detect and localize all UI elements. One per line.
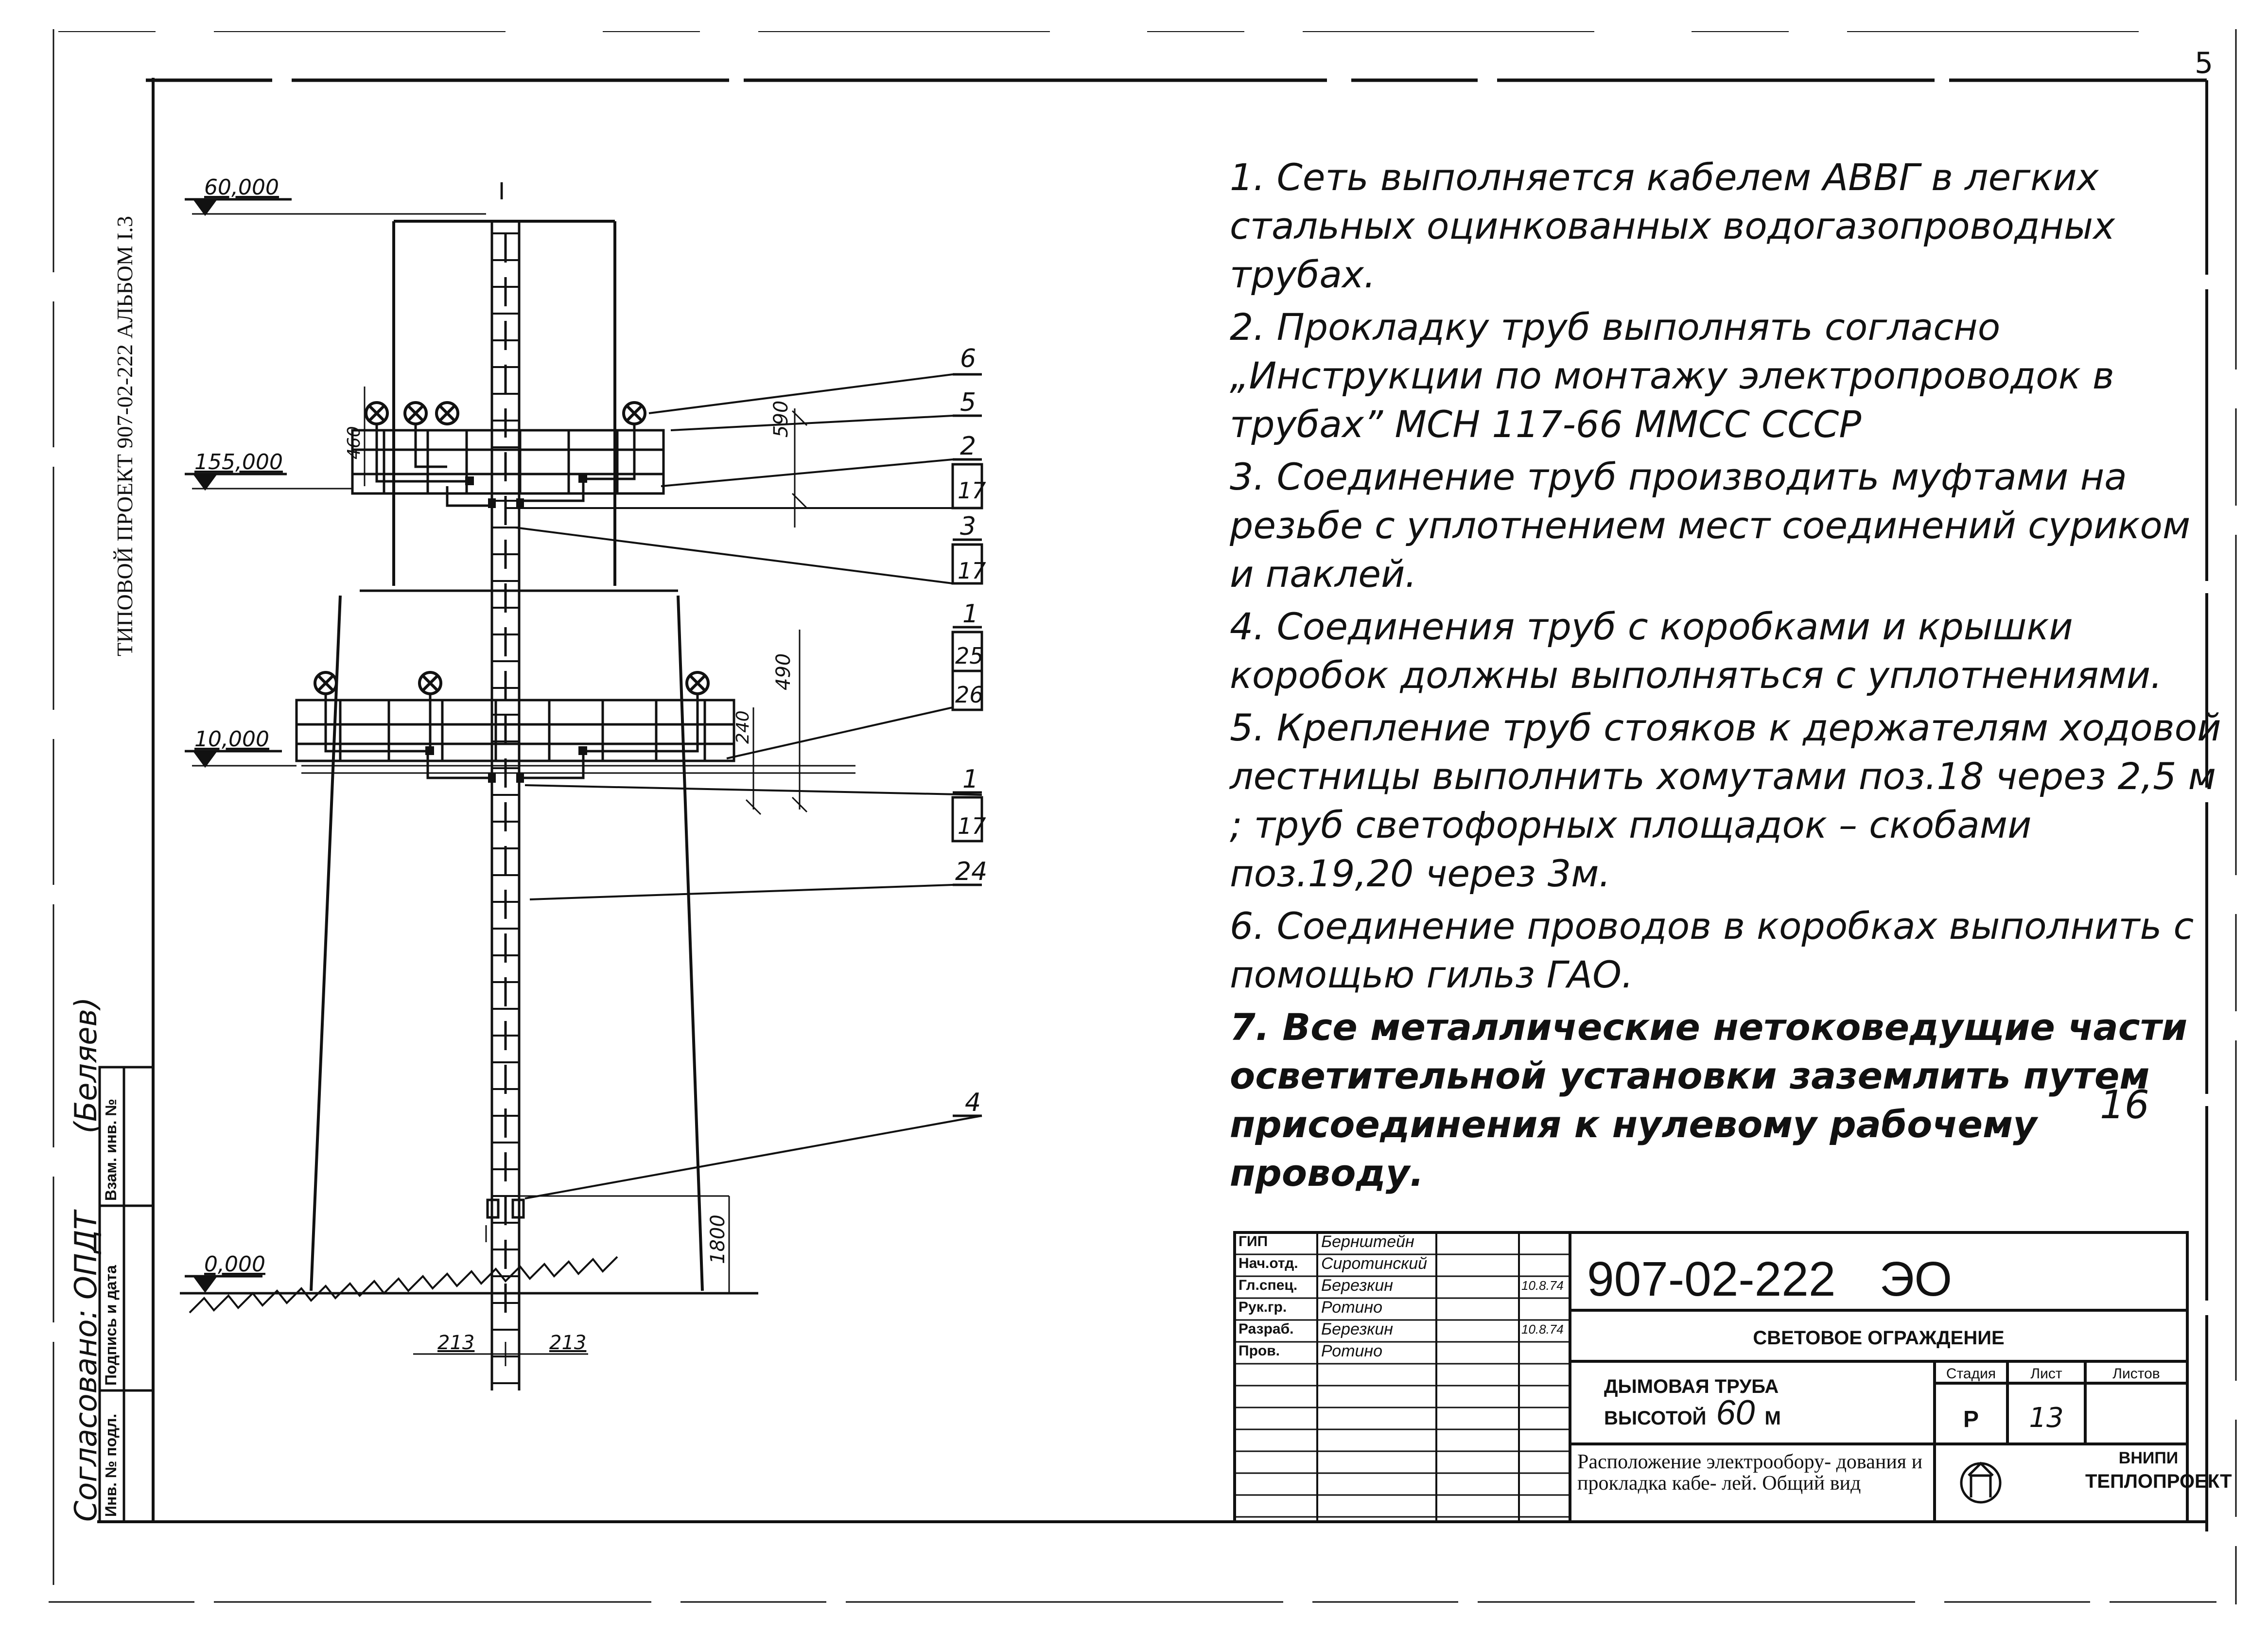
callout-17c: 17 [958, 813, 986, 839]
callout-24: 24 [955, 857, 987, 886]
obstruction-lamps [314, 401, 710, 695]
callout-17a: 17 [958, 477, 986, 504]
project-title: СВЕТОВОЕ ОГРАЖДЕНИЕ [1753, 1327, 2004, 1349]
signature-name: Ротино [1321, 1298, 1383, 1317]
approval-col-1: Инв. № подл. [102, 1413, 120, 1517]
note-7: 7. Все металлические нетоковедущие части… [1230, 1005, 2188, 1195]
stage-value: Р [1963, 1407, 1979, 1432]
title-block-rows [1235, 1253, 1570, 1518]
obstruction-lamp-icon [314, 671, 338, 695]
ground-box [486, 1198, 525, 1219]
callout-1b: 1 [962, 765, 978, 794]
org-line-1: ВНИПИ [2119, 1449, 2178, 1467]
note-5: 5. Крепление труб стояков к держателям х… [1230, 706, 2221, 895]
cable-runs [324, 421, 730, 1291]
approval-col-2: Подпись и дата [102, 1265, 120, 1386]
signature-name: Ротино [1321, 1342, 1383, 1360]
sheet-value: 13 [2029, 1402, 2063, 1434]
dimension-lines [364, 387, 808, 1366]
upper-platform [351, 429, 665, 495]
elevation-0000: 0,000 [204, 1252, 265, 1277]
callout-1a: 1 [962, 599, 978, 629]
callout-3: 3 [960, 512, 976, 541]
sheet-mark: 16 [2100, 1082, 2149, 1127]
dim-590: 590 [770, 401, 792, 438]
page-number: 5 [2195, 46, 2213, 80]
signature-date: 10.8.74 [1521, 1278, 1564, 1293]
approval-strip [98, 1066, 155, 1523]
sheets-header: Листов [2112, 1366, 2160, 1382]
note-2: 2. Прокладку труб выполнять согласно „Ин… [1230, 305, 2114, 446]
stage-header: Стадия [1946, 1366, 1996, 1382]
approval-text: Согласовано: ОПДТ (Беляев) [68, 997, 104, 1522]
note-3: 3. Соединение труб производить муфтами н… [1230, 455, 2191, 596]
obstruction-lamp-icon [418, 671, 442, 695]
dim-460: 460 [344, 426, 364, 459]
object-line-1: ДЫМОВАЯ ТРУБА [1604, 1376, 1779, 1397]
elevation-155000: 155,000 [194, 450, 283, 475]
approval-col-3: Взам. инв. № [102, 1099, 120, 1201]
signature-role: Гл.спец. [1239, 1277, 1298, 1293]
elevation-60000: 60,000 [204, 175, 279, 200]
callout-5: 5 [960, 388, 976, 417]
ladder [485, 221, 521, 1390]
signature-name: Бернштейн [1321, 1232, 1414, 1251]
dim-240: 240 [733, 710, 753, 744]
callout-6: 6 [960, 344, 976, 373]
elevation-markers [185, 198, 486, 1293]
sheet-header: Лист [2030, 1366, 2062, 1382]
signature-date: 10.8.74 [1521, 1322, 1564, 1337]
callout-shelves [951, 373, 983, 1117]
side-project-label: ТИПОВОЙ ПРОЕКТ 907-02-222 АЛЬБОМ I.3 [112, 216, 137, 656]
note-6: 6. Соединение проводов в коробках выполн… [1230, 904, 2194, 996]
general-notes: 1. Сеть выполняется кабелем АВВГ в легки… [1230, 153, 2221, 1201]
callout-17b: 17 [958, 558, 986, 584]
signature-name: Сиротинский [1321, 1254, 1428, 1273]
ground-line [180, 1256, 758, 1314]
signature-role: Нач.отд. [1239, 1255, 1298, 1271]
callout-2: 2 [960, 432, 976, 461]
dim-213-left: 213 [437, 1332, 474, 1354]
callout-25: 25 [955, 643, 984, 669]
org-logo-icon [1960, 1461, 2002, 1504]
signature-name: Березкин [1321, 1276, 1393, 1295]
chimney [310, 220, 704, 1291]
axis-mark: I [498, 178, 505, 205]
ladder-rungs [492, 232, 519, 1384]
org-line-2: ТЕПЛОПРОЕКТ [2085, 1471, 2232, 1492]
signature-role: Рук.гр. [1239, 1299, 1287, 1315]
callout-26: 26 [955, 682, 984, 708]
callout-4: 4 [965, 1088, 981, 1117]
callout-leaders [506, 373, 982, 1199]
signature-role: Пров. [1239, 1343, 1280, 1359]
sheet-title: Расположение электрообору- дования и про… [1577, 1451, 1923, 1495]
junction-boxes [425, 474, 587, 783]
note-1: 1. Сеть выполняется кабелем АВВГ в легки… [1230, 156, 2115, 296]
title-block-frame [1233, 1231, 2189, 1523]
signature-role: Разраб. [1239, 1321, 1294, 1337]
dim-1800: 1800 [707, 1214, 729, 1264]
elevation-10000: 10,000 [194, 727, 269, 752]
approval-signature-name: (Беляев) [68, 997, 104, 1134]
obstruction-lamp-icon [365, 401, 389, 425]
signature-role: ГИП [1239, 1233, 1268, 1249]
obstruction-lamp-icon [403, 401, 428, 425]
obstruction-lamp-icon [435, 401, 459, 425]
dim-490: 490 [772, 653, 795, 690]
dim-213-right: 213 [549, 1332, 586, 1354]
signature-name: Березкин [1321, 1320, 1393, 1338]
approval-label: Согласовано: ОПДТ [68, 1211, 104, 1522]
obstruction-lamp-icon [622, 401, 646, 425]
lower-platform [295, 699, 855, 774]
obstruction-lamp-icon [685, 671, 710, 695]
note-4: 4. Соединения труб с коробками и крышки … [1230, 605, 2163, 697]
